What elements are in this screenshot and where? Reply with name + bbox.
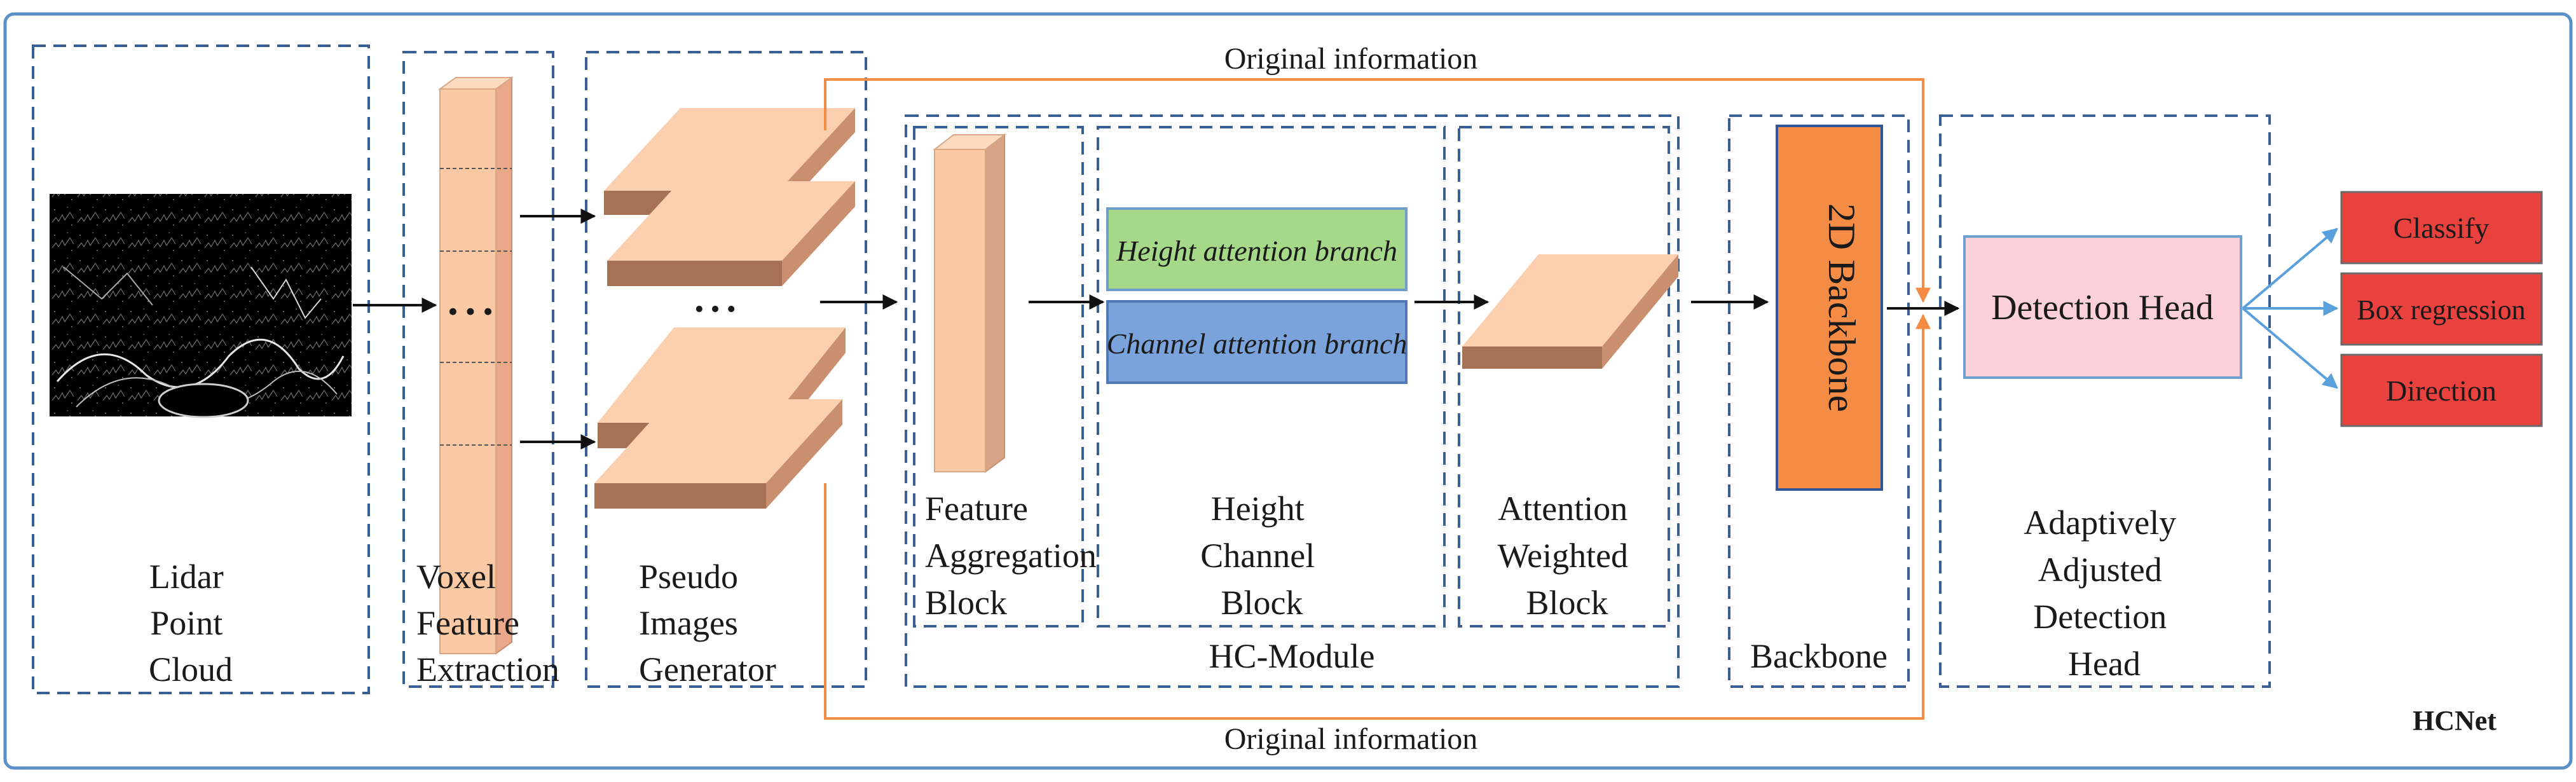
direction-output — [2340, 353, 2543, 427]
height-channel-box — [1097, 126, 1446, 628]
original-info-top-path — [824, 78, 1931, 303]
voxel-feature-extraction-box — [402, 51, 554, 688]
backbone-2d-block — [1776, 125, 1883, 491]
feature-aggregation-box — [913, 126, 1084, 628]
attention-weighted-slab — [1462, 254, 1678, 369]
direction-output-label: Direction — [2386, 374, 2497, 407]
lidar-stage-label: Lidar Point Cloud — [149, 558, 233, 689]
feature-aggregation-label: Feature Aggregation Block — [925, 490, 1105, 622]
box-regression-output-label: Box regression — [2357, 294, 2525, 326]
hc-module-box — [905, 114, 1680, 688]
pseudo-images-generator-box — [585, 51, 867, 688]
backbone-2d-label: 2D Backbone — [1821, 203, 1863, 412]
original-info-bottom-path — [824, 313, 1931, 720]
hc-module-label: HC-Module — [1209, 637, 1375, 675]
lidar-point-cloud-image — [50, 194, 352, 418]
detection-head-group-box — [1939, 114, 2271, 688]
voxel-stage-label: Voxel Feature Extraction — [416, 558, 559, 689]
channel-attention-branch — [1106, 300, 1408, 384]
box-regression-output — [2340, 272, 2543, 346]
voxel-ellipsis: • • • — [448, 295, 493, 327]
height-channel-label: Height Channel Block — [1200, 490, 1323, 622]
attention-weighted-box — [1458, 126, 1670, 628]
height-attention-branch-label: Height attention branch — [1116, 235, 1397, 267]
classify-output-label: Classify — [2394, 212, 2490, 244]
backbone-label: Backbone — [1750, 637, 1887, 675]
original-info-bottom-label: Original information — [1224, 722, 1478, 756]
lidar-point-cloud-box — [32, 45, 370, 694]
original-info-top-label: Original information — [1224, 42, 1478, 76]
arrow-head-to-classify — [2242, 228, 2338, 310]
height-attention-branch — [1106, 207, 1408, 291]
voxel-feature-column — [437, 76, 514, 655]
outer-frame — [3, 12, 2573, 770]
classify-output — [2340, 191, 2543, 264]
detection-head-label: Detection Head — [1991, 288, 2214, 327]
arrow-head-to-direction — [2242, 307, 2338, 389]
feature-aggregation-column — [933, 133, 1006, 473]
network-name-label: HCNet — [2413, 705, 2497, 736]
detection-head-group-label: Adaptively Adjusted Detection Head — [2024, 504, 2184, 683]
pseudo-stage-label: Pseudo Images Generator — [639, 558, 776, 689]
pseudo-ellipsis: • • • — [694, 295, 736, 324]
channel-attention-branch-label: Channel attention branch — [1107, 327, 1408, 360]
attention-weighted-label: Attention Weighted Block — [1497, 490, 1636, 622]
detection-head-block — [1963, 235, 2242, 379]
pseudo-image-slabs — [594, 108, 855, 509]
backbone-box — [1728, 114, 1910, 688]
